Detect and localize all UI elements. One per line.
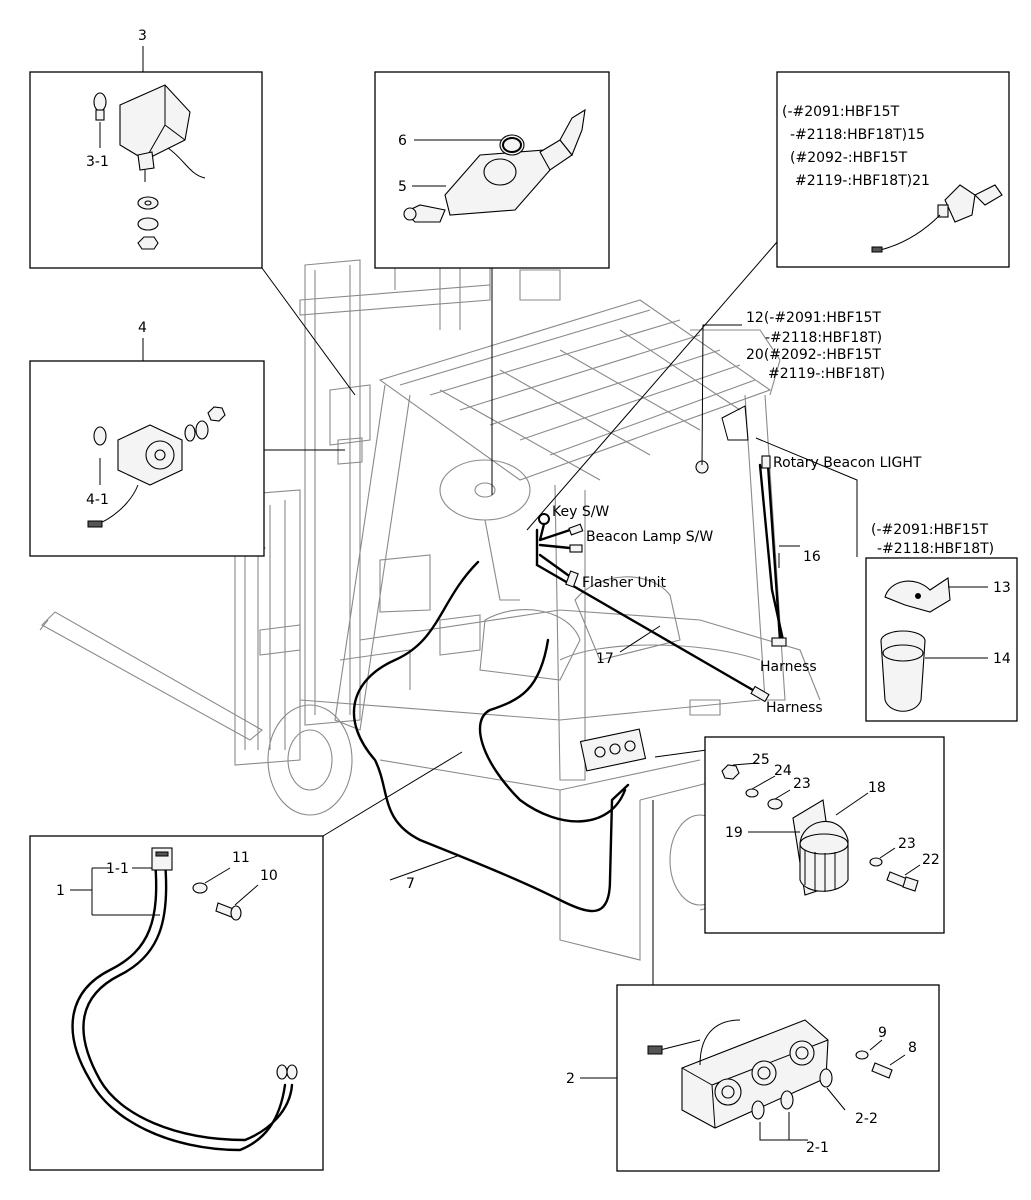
rotary-beacon-label: Rotary Beacon LIGHT xyxy=(773,455,922,471)
toggle-switch-icon xyxy=(871,184,1003,253)
variant-a-line1: (-#2091:HBF15T xyxy=(782,104,900,120)
harness-7-wire-2 xyxy=(478,638,627,823)
key-switch-label: Key S/W xyxy=(552,504,609,520)
callout-20-line2: #2119-:HBF18T) xyxy=(768,366,885,382)
callout-1: 1 xyxy=(56,883,65,899)
callout-24: 24 xyxy=(774,763,792,779)
callout-16: 16 xyxy=(803,549,821,565)
bulb-icons xyxy=(751,1068,833,1120)
callout-12-line2: -#2118:HBF18T) xyxy=(765,330,882,346)
flasher-unit-label: Flasher Unit xyxy=(582,575,667,591)
variant-b-line2: -#2118:HBF18T) xyxy=(877,541,994,557)
callout-3: 3 xyxy=(138,28,147,44)
callout-23b: 23 xyxy=(898,836,916,852)
combination-lamp-icon xyxy=(647,1019,829,1129)
callout-5: 5 xyxy=(398,179,407,195)
callout-12-line1: 12(-#2091:HBF15T xyxy=(746,310,881,326)
bulb-icon xyxy=(93,92,107,121)
beacon-switch-connector-icon xyxy=(568,523,584,536)
variant-a-line2: -#2118:HBF18T)15 xyxy=(790,127,925,143)
callout-1-1: 1-1 xyxy=(106,861,129,877)
detail-box-4 xyxy=(29,338,265,557)
callout-9: 9 xyxy=(878,1025,887,1041)
callout-13: 13 xyxy=(993,580,1011,596)
detail-box-2 xyxy=(580,984,940,1172)
callout-2-1: 2-1 xyxy=(806,1140,829,1156)
harness-connector-icon-1 xyxy=(771,637,787,647)
harness-label-1: Harness xyxy=(760,659,817,675)
harness-label-2: Harness xyxy=(766,700,823,716)
callout-8: 8 xyxy=(908,1040,917,1056)
detail-box-5-6 xyxy=(374,71,610,269)
head-lamp-icon xyxy=(119,84,206,182)
callout-23a: 23 xyxy=(793,776,811,792)
callout-4: 4 xyxy=(138,320,147,336)
callout-10: 10 xyxy=(260,868,278,884)
detail-box-1 xyxy=(29,835,324,1171)
bracket-icon xyxy=(884,577,951,613)
callout-17: 17 xyxy=(596,651,614,667)
work-lamp-icon xyxy=(87,424,183,528)
variant-b-line1: (-#2091:HBF15T xyxy=(871,522,989,538)
rotary-beacon-icon xyxy=(792,799,849,896)
detail-box-18-25 xyxy=(704,736,945,934)
key-switch-icon xyxy=(538,513,550,525)
switch-body-icon xyxy=(403,108,586,223)
callout-18: 18 xyxy=(868,780,886,796)
callout-22: 22 xyxy=(922,852,940,868)
callout-6: 6 xyxy=(398,133,407,149)
callout-2-2: 2-2 xyxy=(855,1111,878,1127)
harness-7-wire xyxy=(352,560,630,913)
wire-harness-icon xyxy=(71,847,298,1152)
callout-labels: 3 3-1 4 4-1 6 5 (-#2091:HBF15T -#2118:HB… xyxy=(56,28,1011,1156)
callout-19: 19 xyxy=(725,825,743,841)
rotary-beacon-connector-icon xyxy=(761,455,771,469)
callout-4-1: 4-1 xyxy=(86,492,109,508)
harness-connector-icon-2 xyxy=(750,685,770,703)
variant-a-line3: (#2092-:HBF15T xyxy=(790,150,908,166)
flasher-unit-connector-icon xyxy=(565,570,579,588)
callout-14: 14 xyxy=(993,651,1011,667)
callout-7: 7 xyxy=(406,876,415,892)
nut-washer-icons xyxy=(137,196,159,250)
beacon-lens-icon xyxy=(880,630,926,712)
beacon-lamp-switch-label: Beacon Lamp S/W xyxy=(586,529,713,545)
callout-25: 25 xyxy=(752,752,770,768)
detail-box-15-21 xyxy=(776,71,1010,268)
detail-box-13-14 xyxy=(865,557,1018,722)
callout-2: 2 xyxy=(566,1071,575,1087)
detail-box-3 xyxy=(29,46,263,269)
variant-a-line4: #2119-:HBF18T)21 xyxy=(795,173,930,189)
callout-3-1: 3-1 xyxy=(86,154,109,170)
callout-20-line1: 20(#2092-:HBF15T xyxy=(746,347,881,363)
callout-11: 11 xyxy=(232,850,250,866)
